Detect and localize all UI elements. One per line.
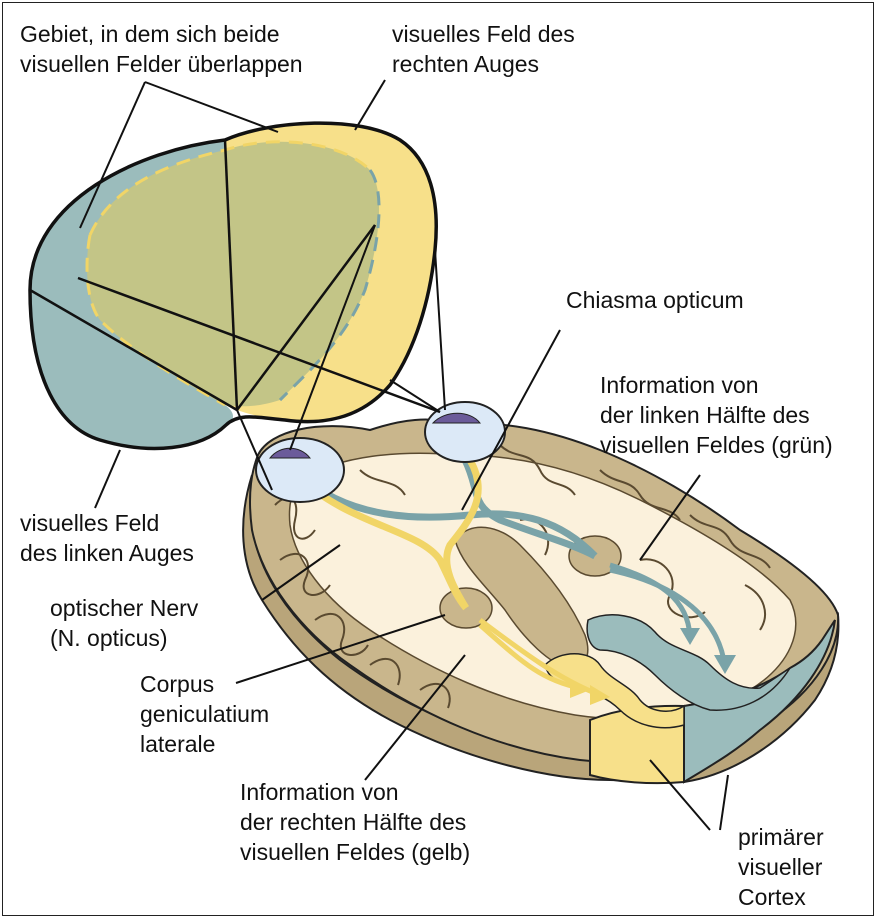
figure-frame xyxy=(2,2,874,916)
diagram-stage: Gebiet, in dem sich beide visuellen Feld… xyxy=(0,0,877,919)
